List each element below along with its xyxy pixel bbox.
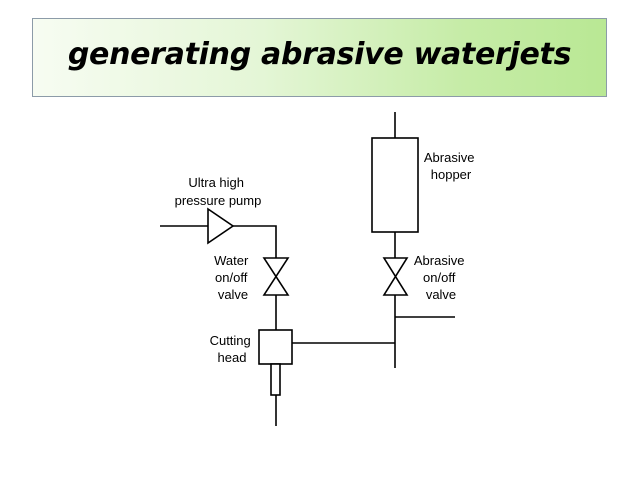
abrasive-valve-label: Abrasive on/off valve — [414, 253, 468, 302]
pump-label-line-2: pressure pump — [175, 193, 262, 208]
pump-symbol — [207, 207, 235, 245]
abrasive-valve-label-line-2: on/off — [423, 270, 456, 285]
hopper-label: Abrasive hopper — [424, 150, 478, 182]
hopper-label-line-1: Abrasive — [424, 150, 475, 165]
abrasive-valve-label-line-1: Abrasive — [414, 253, 465, 268]
abrasive-valve-label-line-3: valve — [426, 287, 456, 302]
pump-to-valve-line — [233, 225, 277, 258]
cutting-head-symbol — [258, 329, 293, 365]
water-valve-label-line-3: valve — [218, 287, 248, 302]
pump-label-line-1: Ultra high — [188, 175, 244, 190]
page-title: generating abrasive waterjets — [67, 37, 572, 72]
cutting-head-label-line-1: Cutting — [210, 333, 251, 348]
nozzle-symbol — [270, 363, 281, 396]
water-valve-label-line-1: Water — [214, 253, 249, 268]
title-banner: generating abrasive waterjets — [32, 18, 607, 97]
hopper-label-line-2: hopper — [431, 167, 472, 182]
water-valve-symbol — [262, 257, 290, 296]
water-valve-label: Water on/off valve — [214, 253, 252, 302]
abrasive-valve-symbol — [382, 257, 409, 296]
cutting-head-label: Cutting head — [210, 333, 255, 365]
pump-label: Ultra high pressure pump — [175, 175, 262, 208]
water-valve-label-line-2: on/off — [215, 270, 248, 285]
hopper-symbol — [371, 137, 419, 233]
cutting-head-label-line-2: head — [218, 350, 247, 365]
